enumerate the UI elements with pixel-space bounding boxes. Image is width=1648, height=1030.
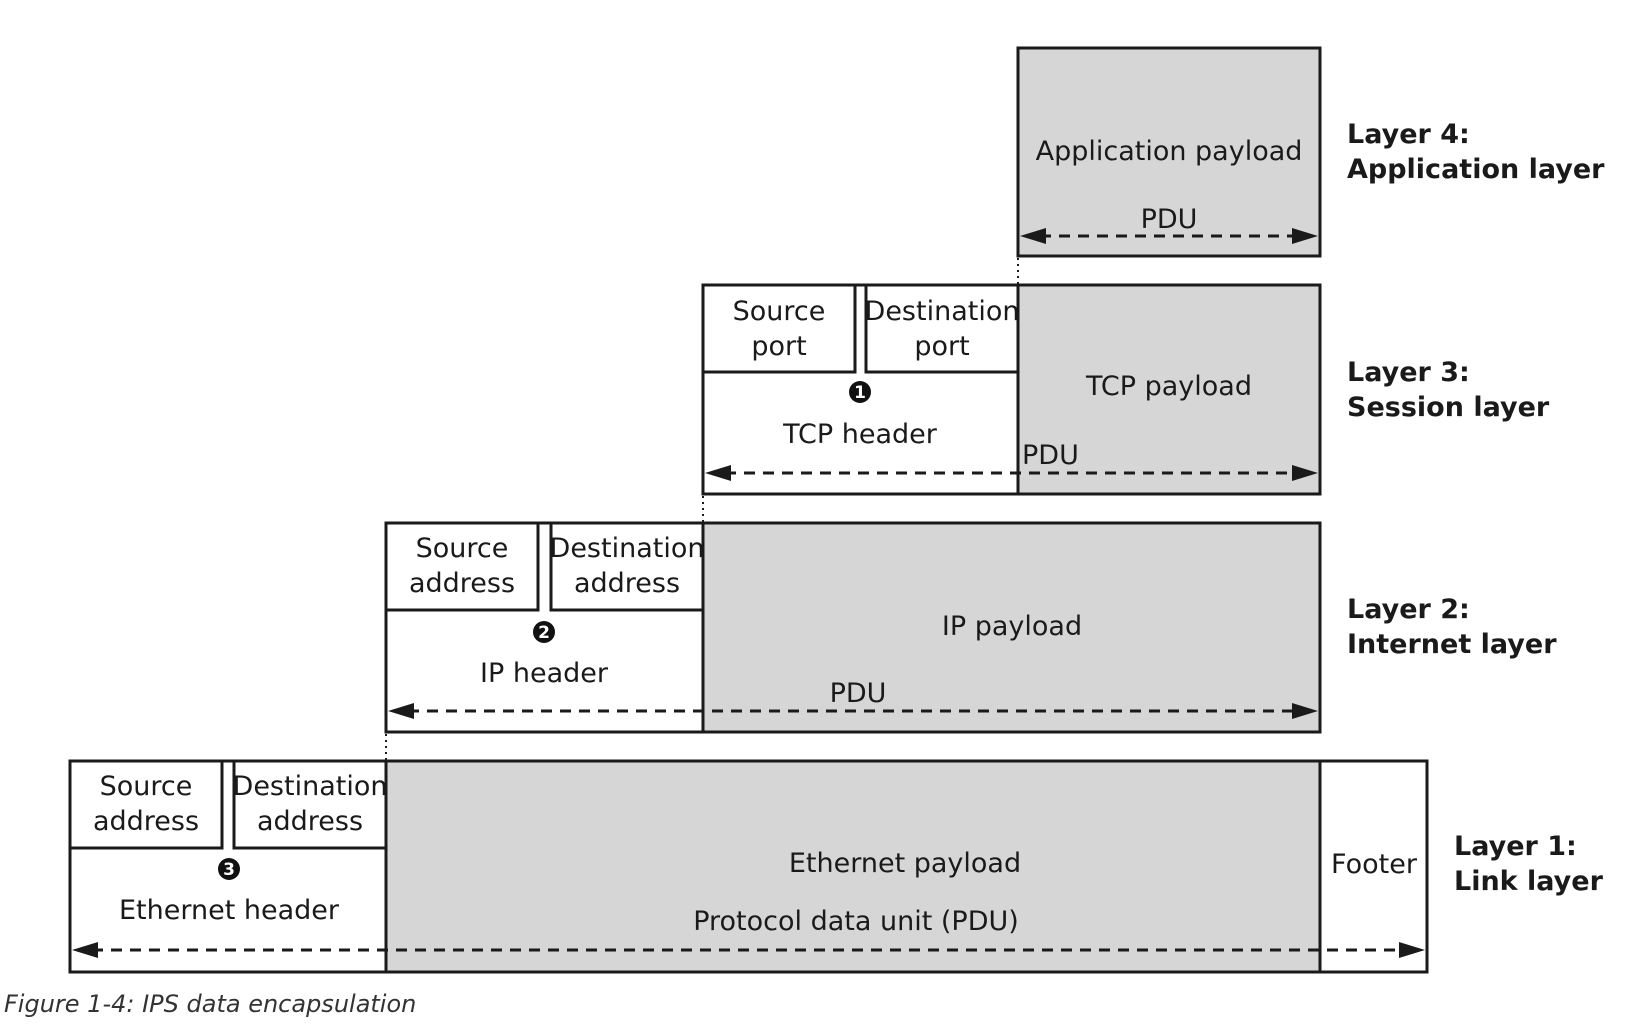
destination-address-label-line1: Destination xyxy=(550,533,705,564)
arrowhead-left-icon xyxy=(705,465,731,481)
ethernet-footer-box xyxy=(1318,759,1429,974)
arrowhead-right-icon xyxy=(1292,465,1318,481)
layer-2-subtitle: Internet layer xyxy=(1347,629,1557,660)
source-port-label-line1: Source xyxy=(733,296,826,327)
layer-3-title: Layer 3: xyxy=(1347,357,1470,388)
destination-address-label-line2: address xyxy=(257,806,363,837)
layer-1-subtitle: Link layer xyxy=(1454,866,1604,897)
layer-labels: Layer 4: Application layer Layer 3: Sess… xyxy=(1347,119,1605,897)
source-port-label-line2: port xyxy=(751,331,806,362)
tcp-header-label: TCP header xyxy=(782,419,938,450)
session-pdu-label: PDU xyxy=(1022,440,1079,471)
layer-1-title: Layer 1: xyxy=(1454,831,1577,862)
application-pdu-label: PDU xyxy=(1141,204,1198,235)
destination-address-label-line1: Destination xyxy=(233,771,388,802)
layer-3-subtitle: Session layer xyxy=(1347,392,1550,423)
source-address-label-line1: Source xyxy=(100,771,193,802)
destination-port-label-line2: port xyxy=(914,331,969,362)
destination-address-field xyxy=(549,521,705,612)
source-address-field xyxy=(68,759,224,850)
ip-payload-label: IP payload xyxy=(942,611,1082,642)
footer-label: Footer xyxy=(1331,849,1418,880)
layer-4-application: Application payload PDU xyxy=(1016,46,1322,258)
link-pdu-label: Protocol data unit (PDU) xyxy=(693,906,1019,937)
figure-caption: Figure 1-4: IPS data encapsulation xyxy=(4,990,417,1018)
badge-2-icon xyxy=(533,621,555,643)
source-address-label-line2: address xyxy=(93,806,199,837)
destination-port-label-line1: Destination xyxy=(865,296,1020,327)
ip-header-label: IP header xyxy=(480,658,609,689)
source-address-label-line2: address xyxy=(409,568,515,599)
arrowhead-right-icon xyxy=(1399,942,1425,958)
layer-2-title: Layer 2: xyxy=(1347,594,1470,625)
ethernet-header-label: Ethernet header xyxy=(119,895,340,926)
badge-3-number: 3 xyxy=(223,860,235,880)
destination-address-field xyxy=(232,759,388,850)
internet-pdu-label: PDU xyxy=(830,678,887,709)
source-address-label-line1: Source xyxy=(416,533,509,564)
destination-address-label-line2: address xyxy=(574,568,680,599)
badge-1-number: 1 xyxy=(854,383,866,403)
ethernet-payload-box xyxy=(384,759,1322,974)
layer-4-title: Layer 4: xyxy=(1347,119,1470,150)
tcp-payload-box xyxy=(1016,283,1322,496)
layer-4-subtitle: Application layer xyxy=(1347,154,1605,185)
arrowhead-left-icon xyxy=(1020,228,1046,244)
ip-payload-box xyxy=(701,521,1322,734)
badge-3-icon xyxy=(218,858,240,880)
application-payload-box xyxy=(1016,46,1322,258)
arrowhead-left-icon xyxy=(388,703,414,719)
source-port-field xyxy=(701,283,857,374)
arrowhead-right-icon xyxy=(1292,228,1318,244)
layer-3-session: Source port Destination port 1 TCP heade… xyxy=(701,283,1322,496)
layer-2-internet: Source address Destination address 2 IP … xyxy=(384,521,1322,734)
ethernet-payload-label: Ethernet payload xyxy=(789,848,1021,879)
application-payload-label: Application payload xyxy=(1036,136,1303,167)
badge-1-icon xyxy=(849,381,871,403)
arrowhead-right-icon xyxy=(1292,703,1318,719)
source-address-field xyxy=(384,521,540,612)
tcp-payload-label: TCP payload xyxy=(1085,371,1252,402)
destination-port-field xyxy=(864,283,1020,374)
arrowhead-left-icon xyxy=(72,942,98,958)
badge-2-number: 2 xyxy=(538,623,550,643)
layer-1-link: Source address Destination address 3 Eth… xyxy=(68,759,1429,974)
